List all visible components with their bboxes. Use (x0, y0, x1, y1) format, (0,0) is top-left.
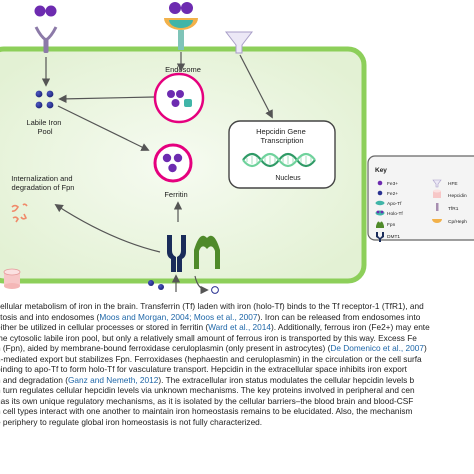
caption-line: cellular metabolism of iron in the brain… (0, 301, 474, 312)
caption-line: n (Fpn), aided by membrane-bound ferroxi… (0, 343, 474, 354)
figure-caption: cellular metabolism of iron in the brain… (0, 301, 474, 474)
holo-tf-complex-icon (164, 2, 198, 50)
caption-text: either be utilized in cellular processes… (0, 322, 209, 333)
citation-link[interactable]: Moos and Morgan, 2004; Moos et al., 2007 (99, 311, 258, 322)
hfe-receptor-icon (224, 31, 254, 54)
caption-text: the cytosolic labile iron pool, but only… (0, 332, 417, 343)
caption-line: n and degradation (Ganz and Nemeth, 2012… (0, 375, 474, 386)
legend-fe3: Fe3+ (387, 181, 398, 187)
arrow-hfe-to-nucleus (239, 54, 273, 119)
caption-text: ). Iron can be released from endosomes i… (257, 311, 421, 322)
internalization-label: Internalization and degradation of Fpn (11, 174, 74, 192)
labile-iron-pool-label: Labile Iron Pool (26, 118, 63, 136)
caption-text: binding to apo-Tf to form holo-Tf for va… (0, 364, 407, 375)
caption-text: cellular metabolism of iron in the brain… (0, 301, 424, 311)
citation-link[interactable]: Ward et al., 2014 (208, 322, 272, 333)
caption-text: has its own unique regulatory mechanisms… (0, 395, 414, 406)
legend-dmt1: DMT1 (387, 234, 400, 240)
caption-text: e periphery to regulate global iron home… (0, 417, 263, 428)
caption-text: ytosis and into endosomes ( (0, 311, 100, 322)
caption-line: n-mediated export but stabilizes Fpn. Fe… (0, 354, 474, 365)
dmt1-transporter-icon (167, 235, 186, 272)
fpn-degradation-icon (11, 203, 28, 223)
fpn-transporter-icon (194, 235, 220, 269)
caption-text: n and degradation ( (0, 374, 68, 385)
ferritin-label: Ferritin (164, 190, 187, 199)
exported-iron-icon (148, 280, 219, 294)
arrow-iron-pool-to-ferritin (57, 105, 150, 151)
legend-fe2: Fe2+ (387, 191, 398, 197)
legend-key: Key Fe3+ Fe2+ Apo-Tf Holo-Tf Fpn DMT1 HF… (367, 155, 474, 242)
caption-line: binding to apo-Tf to form holo-Tf for va… (0, 364, 474, 375)
legend-hepcidin: Hepcidin (448, 193, 467, 199)
iron-metabolism-diagram: Labile Iron Pool Endosome Ferritin Hepci… (0, 2, 474, 295)
tfr1-receptor-icon (34, 26, 58, 53)
legend-tfr1: TfR1 (448, 206, 459, 212)
legend-holo-tf: Holo-Tf (387, 211, 403, 217)
caption-text: n cell types interact with one another t… (0, 406, 413, 417)
legend-fpn: Fpn (387, 222, 396, 228)
caption-line: e periphery to regulate global iron home… (0, 417, 474, 428)
nucleus (228, 120, 336, 189)
caption-text: n-mediated export but stabilizes Fpn. Fe… (0, 353, 422, 364)
legend-apo-tf: Apo-Tf (387, 201, 402, 207)
caption-line: has its own unique regulatory mechanisms… (0, 396, 474, 407)
caption-text: n turn regulates cellular hepcidin level… (0, 385, 415, 396)
hepcidin-gene-label: Hepcidin Gene Transcription (256, 127, 308, 145)
nucleus-label: Nucleus (275, 175, 301, 182)
arrow-fpn-export (194, 275, 209, 295)
extracellular-holo-tf-icon (34, 5, 57, 17)
caption-text: ) (423, 343, 427, 354)
caption-line: ytosis and into endosomes (Moos and Morg… (0, 312, 474, 323)
caption-line: n turn regulates cellular hepcidin level… (0, 385, 474, 396)
endosome-iron-icon (167, 90, 192, 107)
endosome-label: Endosome (165, 65, 201, 74)
legend-title: Key (375, 167, 387, 174)
arrow-endosome-to-iron-pool (58, 94, 155, 104)
labile-iron-pool-icon (35, 90, 54, 109)
legend-cp-heph: Cp/Heph (448, 219, 467, 225)
caption-line: either be utilized in cellular processes… (0, 322, 474, 333)
caption-text: ). The extracellular iron status modulat… (158, 374, 415, 385)
endosome-vesicle (153, 72, 205, 124)
caption-text: ). Additionally, ferrous iron (Fe2+) may… (271, 322, 430, 333)
arrow-fpn-internalization (54, 204, 161, 253)
caption-line: the cytosolic labile iron pool, but only… (0, 333, 474, 344)
caption-line: n cell types interact with one another t… (0, 406, 474, 417)
hepcidin-cylinder-icon (3, 268, 21, 289)
citation-link[interactable]: De Domenico et al., 2007 (330, 343, 424, 354)
caption-text: n (Fpn), aided by membrane-bound ferroxi… (0, 343, 331, 354)
dna-helix-icon (242, 152, 316, 168)
citation-link[interactable]: Ganz and Nemeth, 2012 (67, 374, 159, 385)
ferritin-icon (153, 143, 193, 183)
legend-hfe: HFE (448, 181, 458, 187)
